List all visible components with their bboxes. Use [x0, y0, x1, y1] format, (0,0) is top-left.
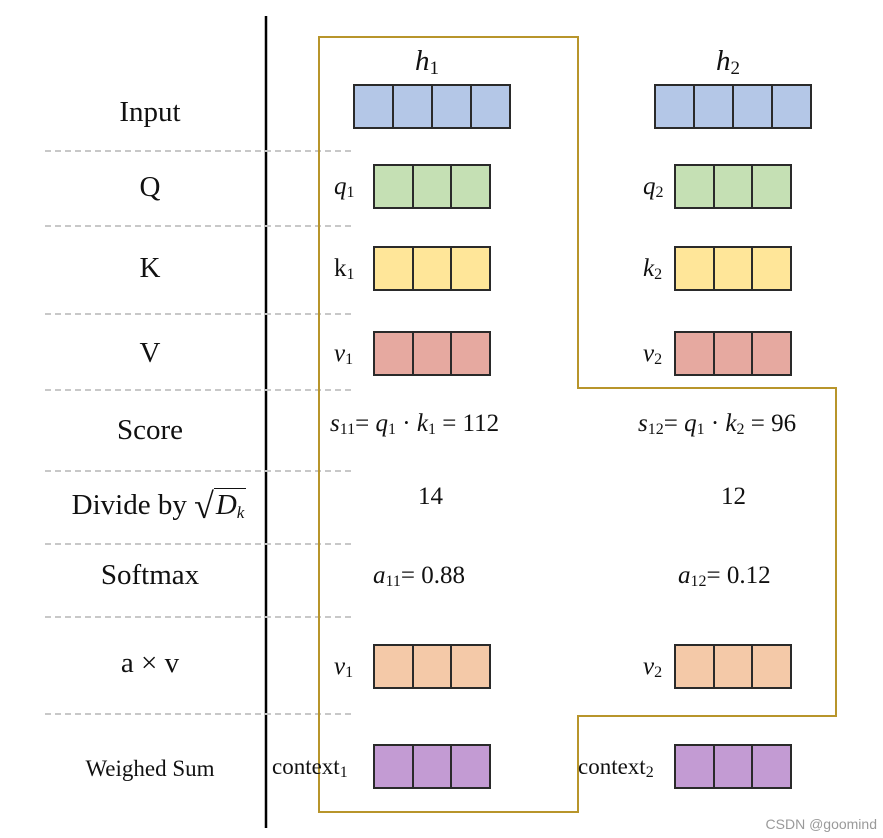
weighted-value-vector-h2: [674, 644, 792, 689]
v2-weighted-label: v2: [643, 653, 663, 681]
input-vector-h2: [654, 84, 812, 129]
softmax-h1: a11= 0.88: [373, 562, 466, 590]
q2-label: q2: [643, 173, 664, 201]
row-label-v: V: [139, 337, 161, 369]
row-label-divide: Divide by √Dk: [71, 486, 247, 526]
value-vector-h2: [674, 331, 792, 376]
v1-label: v1: [334, 340, 354, 368]
context-vector-h2: [674, 744, 792, 789]
row-dividers: [45, 150, 352, 715]
key-vector-h2: [674, 246, 792, 291]
head-1-label: h1: [415, 45, 439, 79]
row-label-k: K: [139, 252, 161, 284]
context2-label: context2: [578, 754, 654, 781]
q1-label: q1: [334, 173, 355, 201]
row-label-score: Score: [116, 414, 184, 446]
divided-score-h1: 14: [418, 483, 443, 510]
weighted-value-vector-h1: [373, 644, 491, 689]
query-vector-h1: [373, 164, 491, 209]
value-vector-h1: [373, 331, 491, 376]
head1-outline: [318, 36, 837, 813]
head-2-label: h2: [716, 45, 740, 79]
row-label-weighed-sum: Weighed Sum: [85, 756, 215, 781]
query-vector-h2: [674, 164, 792, 209]
input-vector-h1: [353, 84, 511, 129]
key-vector-h1: [373, 246, 491, 291]
softmax-h2: a12= 0.12: [678, 562, 771, 590]
context-vector-h1: [373, 744, 491, 789]
row-label-a-times-v: a × v: [120, 647, 180, 679]
score-h2: s12= q1 · k2 = 96: [638, 410, 797, 438]
sqrt-symbol: √: [194, 486, 214, 526]
row-label-q: Q: [139, 171, 161, 203]
context1-label: context1: [272, 754, 348, 781]
divided-score-h2: 12: [721, 483, 746, 510]
k1-label: k1: [334, 255, 355, 283]
row-label-input: Input: [119, 96, 181, 128]
v2-label: v2: [643, 340, 663, 368]
watermark: CSDN @goomind: [765, 816, 877, 832]
score-h1: s11= q1 · k1 = 112: [330, 410, 500, 438]
row-label-softmax: Softmax: [100, 559, 200, 591]
v1-weighted-label: v1: [334, 653, 354, 681]
k2-label: k2: [643, 255, 663, 283]
